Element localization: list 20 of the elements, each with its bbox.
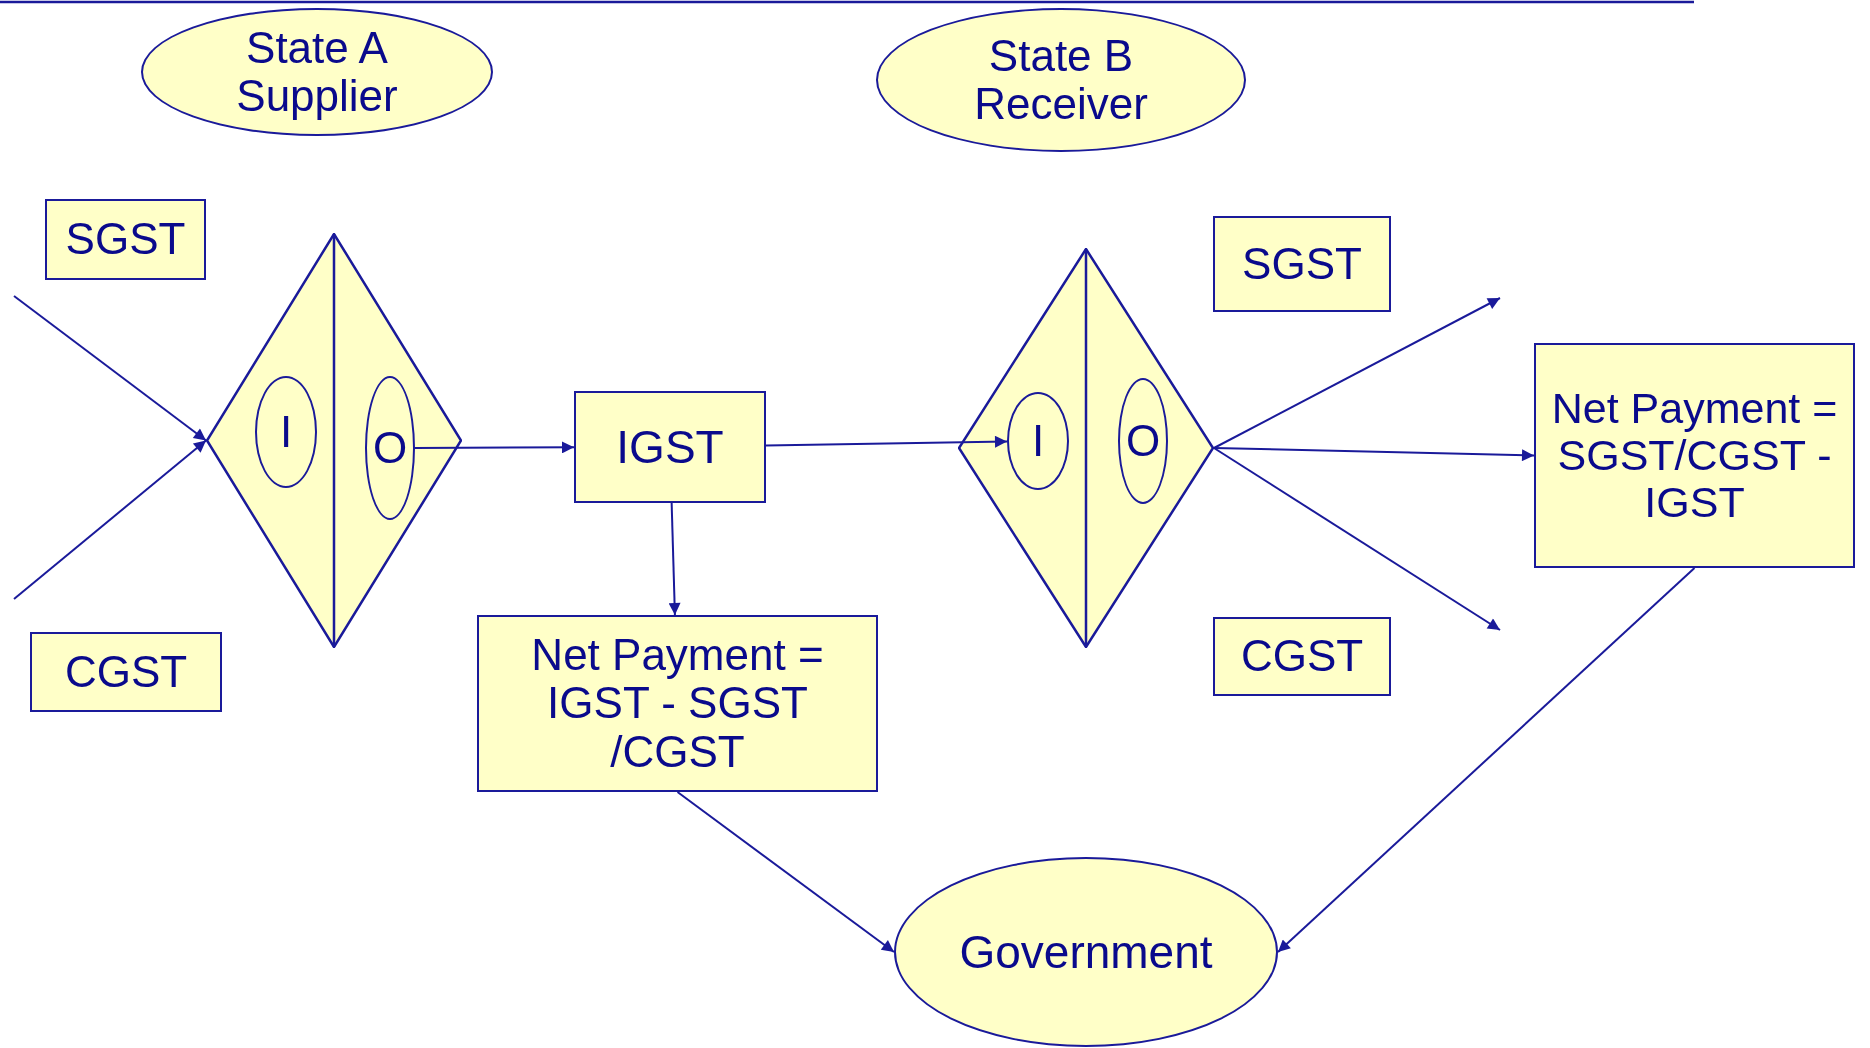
arrow: [13, 439, 207, 600]
process-box: CGST: [1213, 617, 1391, 696]
process-box: IGST: [574, 391, 766, 503]
arrow: [765, 435, 1008, 448]
process-box: CGST: [30, 632, 222, 712]
arrow: [1277, 567, 1696, 953]
arrow: [676, 791, 895, 953]
arrow: [1213, 447, 1535, 462]
arrow: [668, 502, 681, 616]
process-box: Net Payment = SGST/CGST - IGST: [1534, 343, 1855, 568]
arrow: [1213, 447, 1501, 631]
process-box: SGST: [45, 199, 206, 280]
process-box: SGST: [1213, 216, 1391, 312]
arrow: [13, 295, 207, 442]
arrow: [1213, 297, 1501, 449]
ellipse-node: State B Receiver: [876, 8, 1246, 152]
ellipse-node: State A Supplier: [141, 8, 493, 136]
process-box: Net Payment = IGST - SGST /CGST: [477, 615, 878, 792]
arrow: [414, 441, 575, 454]
ellipse-node: Government: [894, 857, 1278, 1047]
